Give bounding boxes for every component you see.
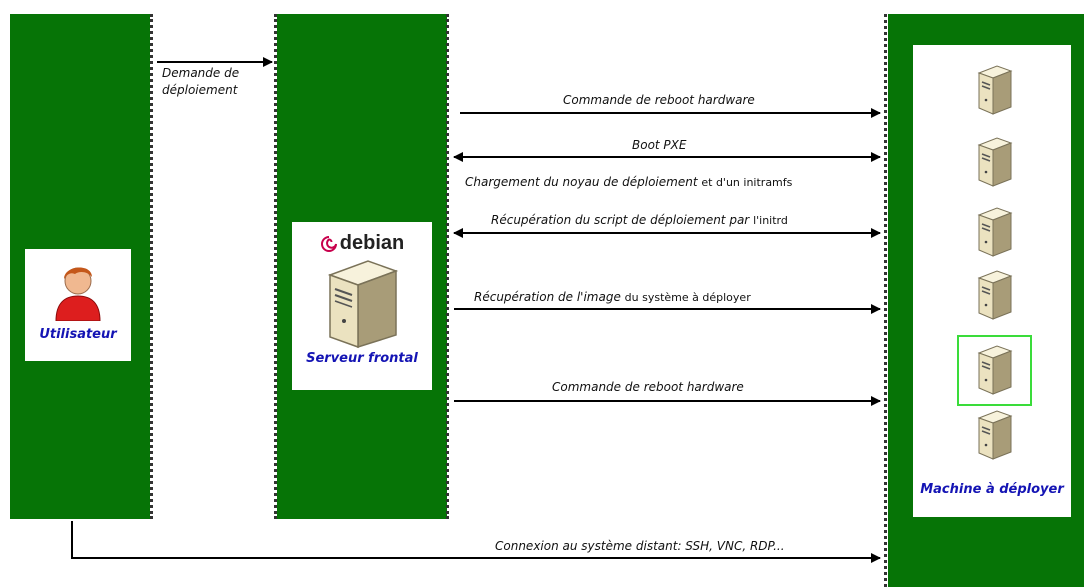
label-kernel-extra: et d'un initramfs bbox=[701, 176, 793, 189]
label-connect: Connexion au système distant: SSH, VNC, … bbox=[495, 539, 785, 553]
server-icon-4 bbox=[977, 270, 1013, 320]
frontend-label: Serveur frontal bbox=[306, 351, 418, 366]
server-icon-3 bbox=[977, 207, 1013, 257]
label-image: Récupération de l'image du système à dép… bbox=[474, 290, 751, 304]
server-icon-1 bbox=[977, 65, 1013, 115]
server-icon-2 bbox=[977, 137, 1013, 187]
label-image-main: Récupération de l'image bbox=[474, 290, 621, 304]
label-reboot1: Commande de reboot hardware bbox=[563, 93, 755, 107]
arrow-connect bbox=[71, 521, 881, 563]
user-lifeline bbox=[150, 14, 153, 519]
selected-server-highlight bbox=[957, 335, 1032, 406]
target-lifeline bbox=[884, 14, 887, 587]
server-icon-5 bbox=[977, 345, 1013, 395]
debian-wordmark: debian bbox=[339, 232, 405, 254]
server-tower-icon bbox=[327, 260, 399, 349]
label-request-line1: Demande de bbox=[162, 66, 240, 80]
target-label: Machine à déployer bbox=[920, 482, 1064, 497]
server-icon-6 bbox=[977, 410, 1013, 460]
label-reboot2: Commande de reboot hardware bbox=[552, 380, 744, 394]
label-script: Récupération du script de déploiement pa… bbox=[491, 213, 788, 227]
debian-swirl-icon bbox=[320, 235, 337, 252]
label-request-line2: déploiement bbox=[162, 83, 238, 97]
label-script-extra: l'initrd bbox=[753, 214, 788, 227]
user-label: Utilisateur bbox=[39, 327, 117, 342]
user-card: Utilisateur bbox=[25, 249, 131, 361]
label-kernel: Chargement du noyau de déploiement et d'… bbox=[465, 175, 792, 189]
frontend-lifeline-left bbox=[274, 14, 277, 519]
frontend-lifeline-right bbox=[446, 14, 449, 519]
label-image-extra: du système à déployer bbox=[624, 291, 751, 304]
label-kernel-main: Chargement du noyau de déploiement bbox=[465, 175, 698, 189]
label-script-main: Récupération du script de déploiement pa… bbox=[491, 213, 750, 227]
user-avatar-icon bbox=[55, 267, 101, 321]
frontend-card: debian Serveur frontal bbox=[292, 222, 432, 390]
label-pxe: Boot PXE bbox=[632, 138, 687, 152]
debian-logo: debian bbox=[320, 232, 404, 255]
